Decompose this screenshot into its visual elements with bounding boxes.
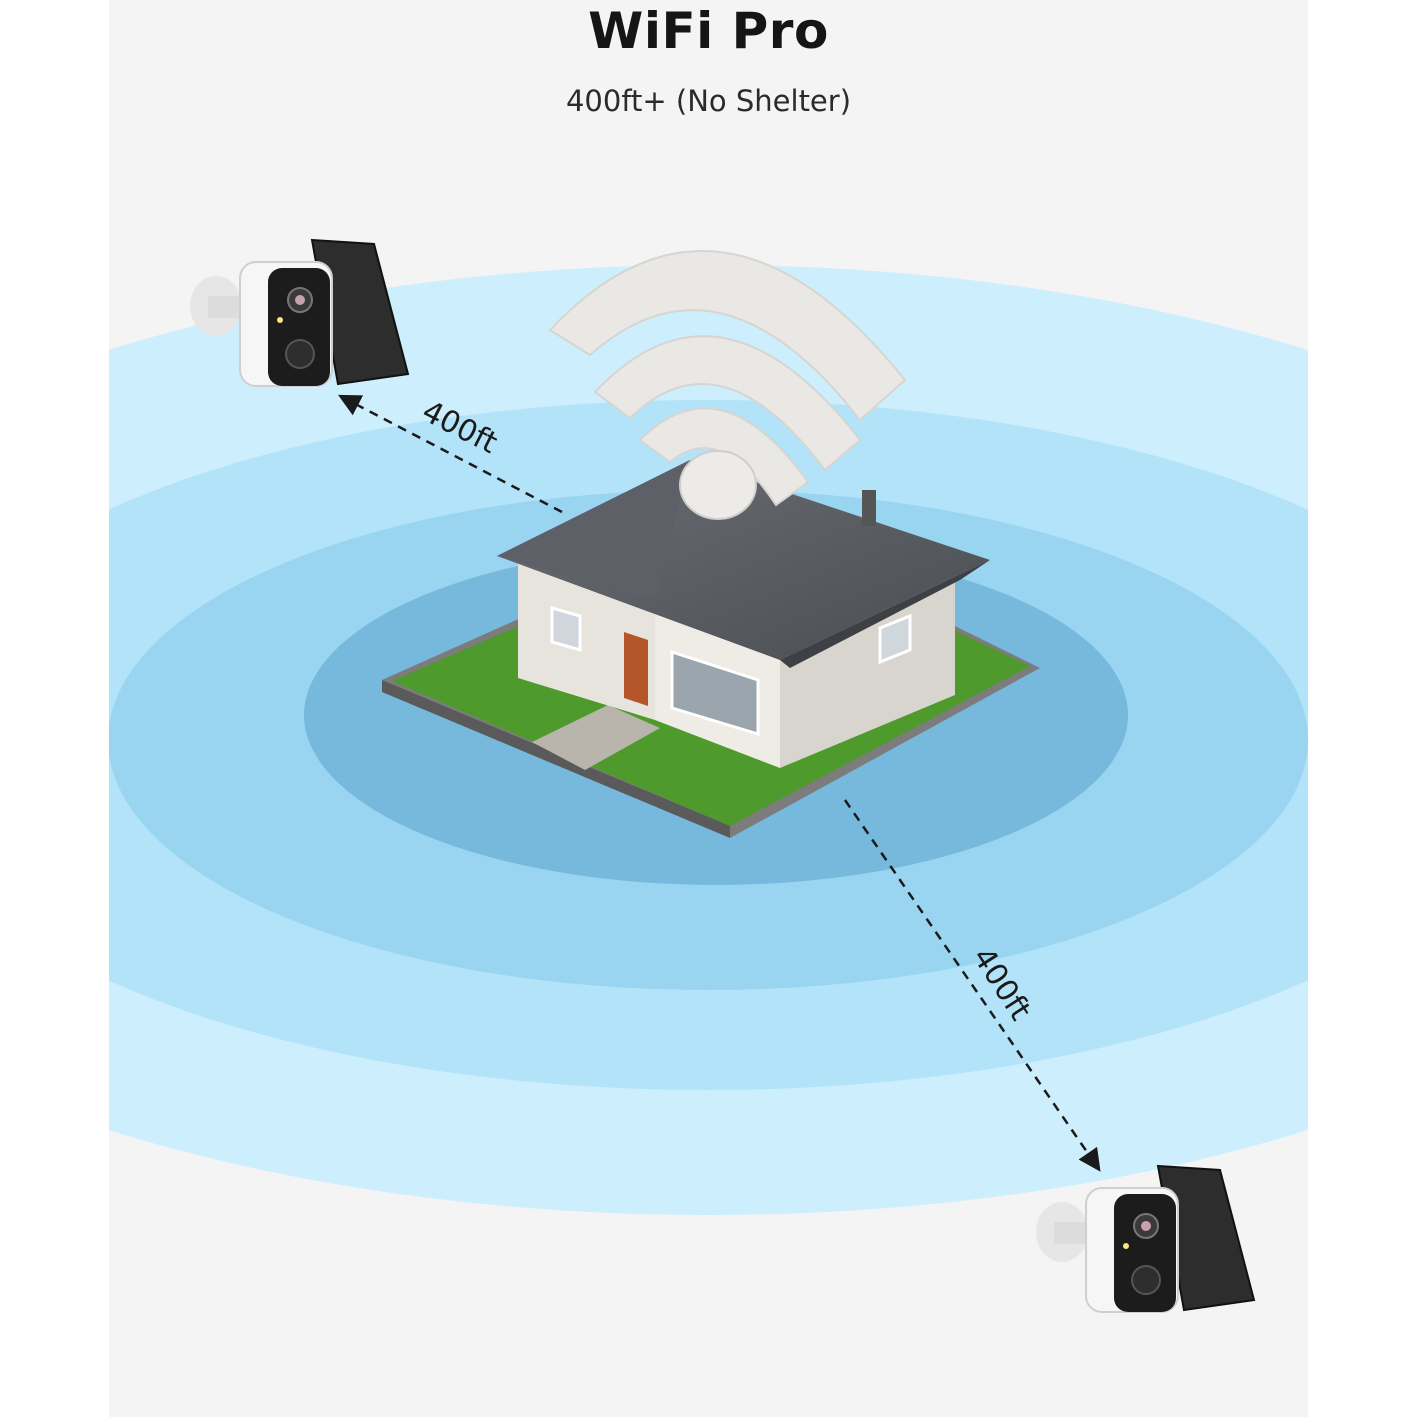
house-icon (497, 460, 990, 768)
distance-arrow-lower (843, 799, 1101, 1172)
security-camera-upper (190, 238, 410, 387)
security-camera-lower (1036, 1164, 1256, 1313)
wifi-icon (548, 250, 907, 520)
page-title: WiFi Pro (588, 2, 829, 60)
page-subtitle: 400ft+ (No Shelter) (565, 84, 852, 118)
